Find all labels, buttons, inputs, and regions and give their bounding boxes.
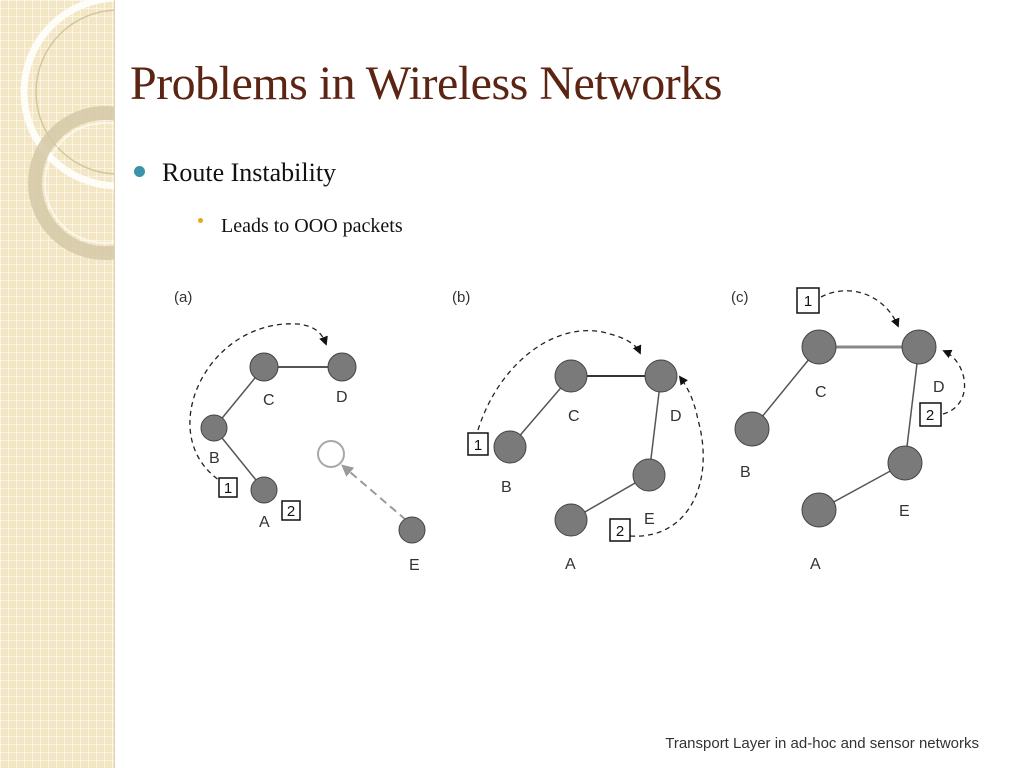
panel-c-link-c-b — [751, 346, 820, 430]
panel-b-node-c — [554, 359, 588, 393]
bullet-dot — [134, 166, 145, 177]
panel-c-packet-1: 1 — [804, 293, 812, 310]
panel-a-label-e: E — [409, 557, 420, 574]
panel-b-route-arrow-2 — [629, 375, 704, 537]
panel-b-packet-2-box — [609, 518, 631, 542]
panel-c-node-a — [801, 492, 837, 528]
panel-a-node-e — [398, 516, 426, 544]
slide-title: Problems in Wireless Networks — [130, 57, 722, 110]
ring-small — [28, 106, 114, 260]
panel-b-node-e — [632, 458, 666, 492]
panel-a-label-d: D — [336, 389, 348, 406]
panel-a-node-b — [200, 414, 228, 442]
panel-c-label: (c) — [731, 289, 749, 306]
bullet-text: Route Instability — [162, 158, 337, 187]
sub-bullet-text: Leads to OOO packets — [221, 215, 403, 237]
panel-c-packet-2-box — [919, 402, 942, 427]
panel-a-label-b: B — [209, 450, 220, 467]
panel-a-packet-2: 2 — [287, 503, 295, 520]
panel-b-node-b — [493, 430, 527, 464]
panel-c-packet-1-box — [796, 287, 820, 314]
panel-a: (a) C D B A E 1 2 — [174, 289, 426, 574]
panel-a-move-arrow — [341, 464, 407, 521]
panel-c-label-a: A — [810, 556, 821, 573]
panel-a-node-e-new-position — [317, 440, 345, 468]
panel-c-packet-2: 2 — [926, 407, 934, 424]
panel-c-route-arrow-2 — [942, 349, 966, 415]
panel-c-node-c — [801, 329, 837, 365]
panel-c-link-d-e — [904, 346, 920, 464]
panel-c-node-b — [734, 411, 770, 447]
panel-b-packet-2: 2 — [616, 523, 624, 540]
panel-b-label-b: B — [501, 479, 512, 496]
panel-b-link-d-e — [648, 375, 662, 476]
panel-a-packet-2-box — [281, 500, 301, 521]
panel-b: (b) C D B E A 1 2 — [452, 289, 704, 573]
ring-small-inner — [44, 122, 114, 244]
panel-a-label-a: A — [259, 514, 270, 531]
panel-c-node-e — [887, 445, 923, 481]
panel-b-packet-1: 1 — [474, 437, 482, 454]
panel-a-node-c — [249, 352, 279, 382]
panel-c-label-c: C — [815, 384, 827, 401]
panel-b-node-d — [644, 359, 678, 393]
panel-b-packet-1-box — [467, 432, 489, 456]
ring-large — [20, 0, 114, 190]
panel-a-label-c: C — [263, 392, 275, 409]
sub-bullet-dot — [198, 218, 203, 223]
panel-a-packet-1-box — [218, 477, 238, 498]
panel-c-route-arrow-1 — [820, 290, 900, 328]
panel-b-label-d: D — [670, 408, 682, 425]
panel-c-label-e: E — [899, 503, 910, 520]
panel-b-label-e: E — [644, 511, 655, 528]
panel-a-node-a — [250, 476, 278, 504]
panel-a-packet-1: 1 — [224, 480, 232, 497]
panel-c-label-d: D — [933, 379, 945, 396]
panel-c-node-d — [901, 329, 937, 365]
panel-b-label-a: A — [565, 556, 576, 573]
panel-b-label: (b) — [452, 289, 470, 306]
panel-a-label: (a) — [174, 289, 192, 306]
decorative-sidebar — [0, 0, 115, 768]
panel-b-node-a — [554, 503, 588, 537]
panel-c-label-b: B — [740, 464, 751, 481]
ring-large-inner — [35, 9, 114, 175]
slide-footer: Transport Layer in ad-hoc and sensor net… — [665, 735, 979, 752]
panel-b-route-arrow-1 — [477, 329, 642, 431]
decorative-rings — [20, 0, 114, 260]
panel-a-node-d — [327, 352, 357, 382]
panel-c: (c) C D B E A 1 2 — [731, 287, 966, 573]
panel-b-label-c: C — [568, 408, 580, 425]
